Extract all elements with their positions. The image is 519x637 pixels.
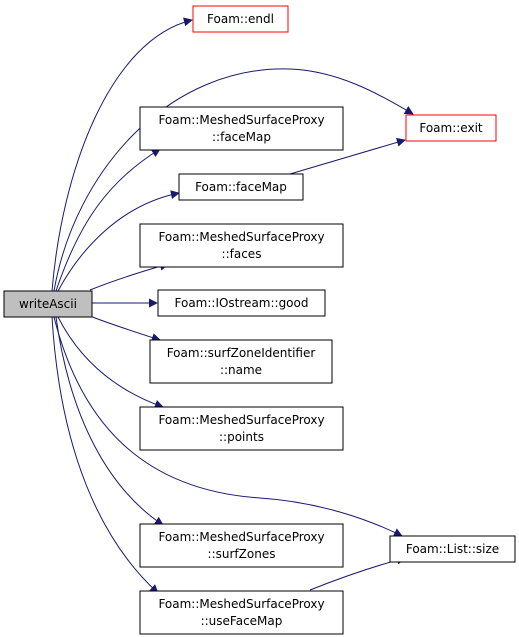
node-iostream-good-label: Foam::IOstream::good [175, 296, 309, 310]
node-proxy-faces[interactable]: Foam::MeshedSurfaceProxy ::faces [139, 223, 344, 268]
edge-facemap-to-exit [289, 137, 406, 175]
node-proxy-facemap[interactable]: Foam::MeshedSurfaceProxy ::faceMap [139, 106, 344, 151]
node-foam-facemap[interactable]: Foam::faceMap [178, 173, 304, 201]
node-proxy-surfzones-label-2: ::surfZones [208, 547, 276, 561]
node-proxy-faces-label-2: ::faces [222, 247, 262, 261]
node-surfzoneidentifier-name-label-1: Foam::surfZoneIdentifier [167, 346, 316, 360]
node-proxy-faces-label-1: Foam::MeshedSurfaceProxy [158, 230, 324, 244]
edge-writeascii-to-size [53, 316, 403, 537]
node-writeascii-label: writeAscii [19, 297, 77, 311]
edge-writeascii-to-proxy-facemap [55, 148, 161, 292]
node-foam-endl-label: Foam::endl [207, 12, 274, 26]
edge-writeascii-to-endl [51, 17, 193, 292]
node-iostream-good[interactable]: Foam::IOstream::good [157, 289, 326, 317]
edge-writeascii-to-points [57, 316, 164, 409]
edge-writeascii-to-surfzones [55, 316, 164, 526]
edge-writeascii-to-usefacemap [51, 316, 159, 594]
node-foam-facemap-label: Foam::faceMap [195, 180, 287, 194]
node-foam-exit-label: Foam::exit [419, 121, 483, 135]
node-surfzoneidentifier-name-label-2: ::name [220, 363, 262, 377]
edge-writeascii-to-name [89, 315, 161, 342]
node-proxy-points-label-1: Foam::MeshedSurfaceProxy [158, 413, 324, 427]
edge-writeascii-to-exit [53, 68, 414, 292]
node-list-size[interactable]: Foam::List::size [389, 535, 516, 563]
edge-writeascii-to-proxy-faces [89, 261, 169, 291]
edge-writeascii-to-facemap [57, 190, 180, 292]
node-proxy-usefacemap[interactable]: Foam::MeshedSurfaceProxy ::useFaceMap [139, 590, 344, 635]
node-foam-endl[interactable]: Foam::endl [192, 5, 289, 33]
node-proxy-points-label-2: ::points [219, 430, 264, 444]
node-proxy-surfzones[interactable]: Foam::MeshedSurfaceProxy ::surfZones [139, 523, 344, 568]
node-list-size-label: Foam::List::size [406, 542, 499, 556]
node-foam-exit[interactable]: Foam::exit [405, 114, 497, 142]
node-writeascii[interactable]: writeAscii [3, 290, 93, 318]
node-proxy-usefacemap-label-2: ::useFaceMap [201, 614, 283, 628]
node-proxy-usefacemap-label-1: Foam::MeshedSurfaceProxy [158, 597, 324, 611]
node-proxy-facemap-label-2: ::faceMap [212, 130, 271, 144]
node-surfzoneidentifier-name[interactable]: Foam::surfZoneIdentifier ::name [149, 339, 333, 384]
node-proxy-surfzones-label-1: Foam::MeshedSurfaceProxy [158, 530, 324, 544]
node-proxy-facemap-label-1: Foam::MeshedSurfaceProxy [158, 113, 324, 127]
node-proxy-points[interactable]: Foam::MeshedSurfaceProxy ::points [139, 406, 344, 451]
